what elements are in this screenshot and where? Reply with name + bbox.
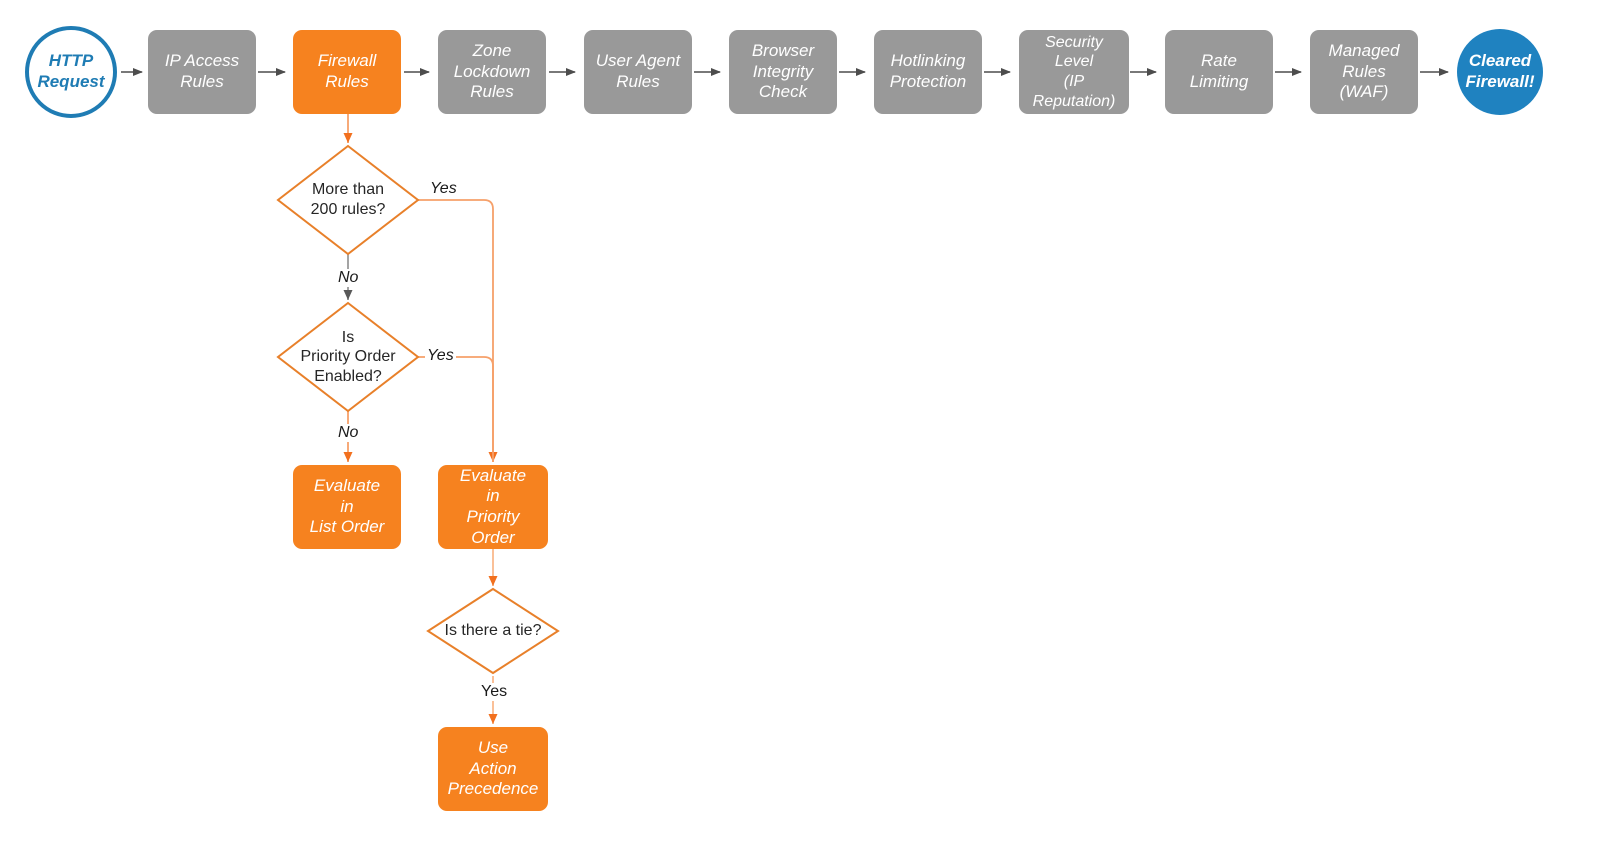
- node-evaluate-list-order-label: Evaluate in List Order: [309, 475, 385, 537]
- decision-is-there-a-tie[interactable]: Is there a tie?: [428, 589, 558, 673]
- node-cleared-firewall-label: Cleared Firewall!: [1465, 51, 1535, 91]
- node-rate-limiting[interactable]: Rate Limiting: [1165, 30, 1273, 114]
- decision-priority-order-enabled-label: Is Priority Order Enabled?: [300, 328, 396, 385]
- decision-more-than-200-rules-label: More than 200 rules?: [310, 181, 386, 218]
- node-http-request[interactable]: HTTP Request: [25, 26, 117, 118]
- node-browser-integrity-check-label: Browser Integrity Check: [751, 40, 815, 102]
- node-hotlinking-protection-label: Hotlinking Protection: [889, 51, 967, 91]
- node-security-level[interactable]: Security Level (IP Reputation): [1019, 30, 1129, 114]
- node-managed-rules-waf[interactable]: Managed Rules (WAF): [1310, 30, 1418, 114]
- edge-priority-yes: [418, 356, 494, 462]
- node-hotlinking-protection[interactable]: Hotlinking Protection: [874, 30, 982, 114]
- edge-label-rules-no: No: [336, 269, 361, 287]
- node-managed-rules-waf-label: Managed Rules (WAF): [1328, 40, 1400, 102]
- edge-rules-yes: [418, 199, 498, 462]
- node-firewall-rules-label: Firewall Rules: [317, 51, 377, 91]
- node-user-agent-rules[interactable]: User Agent Rules: [584, 30, 692, 114]
- node-ip-access-rules[interactable]: IP Access Rules: [148, 30, 256, 114]
- node-use-action-precedence[interactable]: Use Action Precedence: [438, 727, 548, 811]
- node-evaluate-priority-order[interactable]: Evaluate in Priority Order: [438, 465, 548, 549]
- node-user-agent-rules-label: User Agent Rules: [595, 51, 681, 91]
- decision-priority-order-enabled[interactable]: Is Priority Order Enabled?: [278, 303, 418, 411]
- node-ip-access-rules-label: IP Access Rules: [164, 51, 240, 91]
- node-rate-limiting-label: Rate Limiting: [1189, 51, 1249, 91]
- decision-more-than-200-rules[interactable]: More than 200 rules?: [278, 146, 418, 254]
- node-evaluate-priority-order-label: Evaluate in Priority Order: [459, 465, 527, 547]
- edge-label-priority-no: No: [336, 424, 361, 442]
- edge-label-tie-yes: Yes: [479, 683, 510, 701]
- node-http-request-label: HTTP Request: [37, 51, 105, 91]
- node-evaluate-list-order[interactable]: Evaluate in List Order: [293, 465, 401, 549]
- decision-is-there-a-tie-label: Is there a tie?: [444, 622, 542, 640]
- node-browser-integrity-check[interactable]: Browser Integrity Check: [729, 30, 837, 114]
- node-zone-lockdown-rules-label: Zone Lockdown Rules: [453, 40, 531, 102]
- node-zone-lockdown-rules[interactable]: Zone Lockdown Rules: [438, 30, 546, 114]
- node-cleared-firewall[interactable]: Cleared Firewall!: [1457, 29, 1543, 115]
- node-firewall-rules[interactable]: Firewall Rules: [293, 30, 401, 114]
- node-security-level-label: Security Level (IP Reputation): [1032, 33, 1116, 110]
- edge-label-priority-yes: Yes: [425, 347, 456, 365]
- node-use-action-precedence-label: Use Action Precedence: [447, 737, 539, 799]
- edge-label-rules-yes: Yes: [428, 180, 459, 198]
